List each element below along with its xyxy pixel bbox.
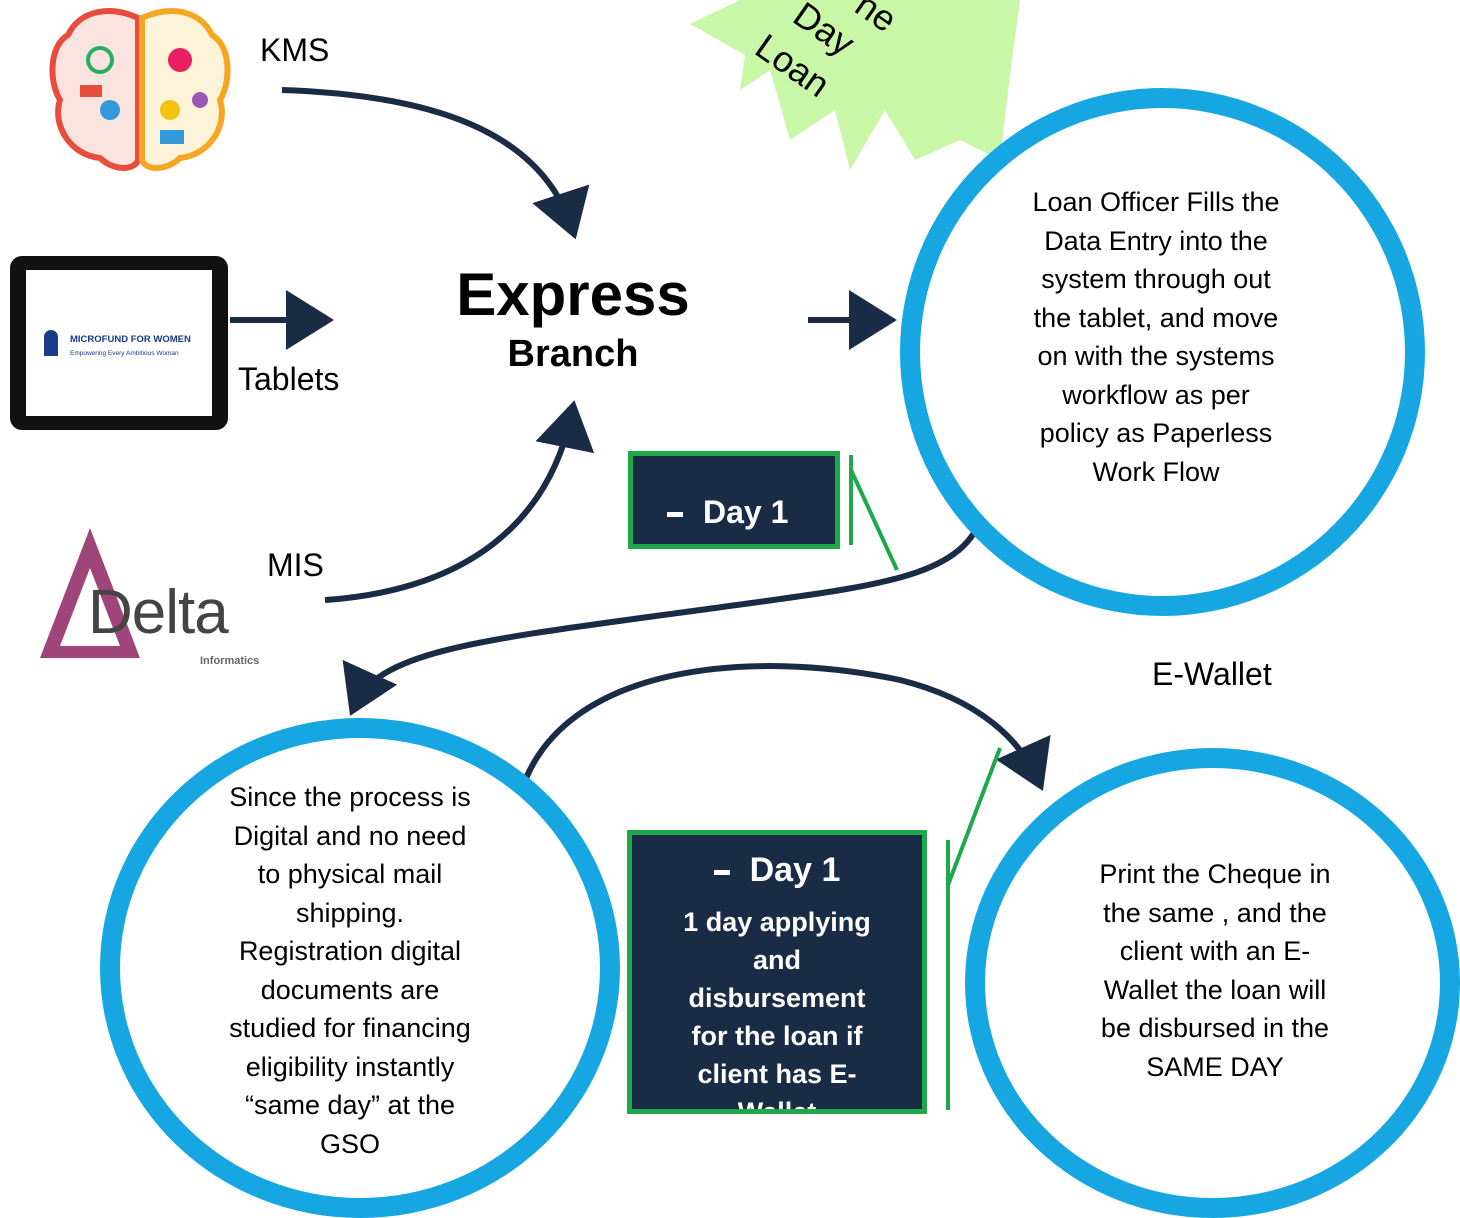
dash-icon [667, 512, 683, 518]
tablet-tagline: Empowering Every Ambitious Woman [70, 350, 179, 357]
day-box-2: Day 1 1 day applying and disbursement fo… [627, 830, 927, 1114]
hub-title: Express [456, 261, 690, 328]
digital-process-text: Since the process is Digital and no need… [229, 782, 471, 1159]
day-box-2-label: Day 1 [749, 851, 841, 889]
day-box-1-label: Day 1 [703, 494, 789, 530]
arrow-loan-officer-to-digital-process [342, 504, 988, 716]
ewallet-label: E-Wallet [1152, 656, 1272, 692]
tablets-label: Tablets [238, 361, 340, 397]
kms-label: KMS [260, 32, 330, 68]
same-day-loan-starburst [690, 0, 1020, 170]
loan-officer-text: Loan Officer Fills the Data Entry into t… [1032, 187, 1280, 487]
callout-line-day1-b [849, 469, 899, 571]
callout-line-day2-b [946, 747, 1002, 886]
day-box-2-description: 1 day applying and disbursement for the … [683, 907, 871, 1114]
arrow-kms-to-branch [281, 87, 590, 240]
keyhole-logo-icon [44, 330, 58, 356]
tablet-image: MICROFUND FOR WOMEN Empowering Every Amb… [10, 256, 228, 430]
brain-image [49, 8, 231, 171]
mis-label: MIS [267, 547, 324, 583]
tablet-title: MICROFUND FOR WOMEN [70, 334, 191, 345]
delta-logo-sub: Informatics [200, 655, 260, 667]
arrow-digital-process-to-cheque [517, 663, 1051, 796]
dash-icon [713, 870, 730, 876]
cheque-text: Print the Cheque in the same , and the c… [1099, 859, 1331, 1082]
hub-subtitle: Branch [507, 333, 639, 375]
delta-logo [40, 528, 140, 658]
delta-logo-word: Delta [88, 578, 229, 647]
day-box-1: Day 1 [628, 451, 840, 549]
arrow-mis-to-branch [324, 400, 595, 603]
